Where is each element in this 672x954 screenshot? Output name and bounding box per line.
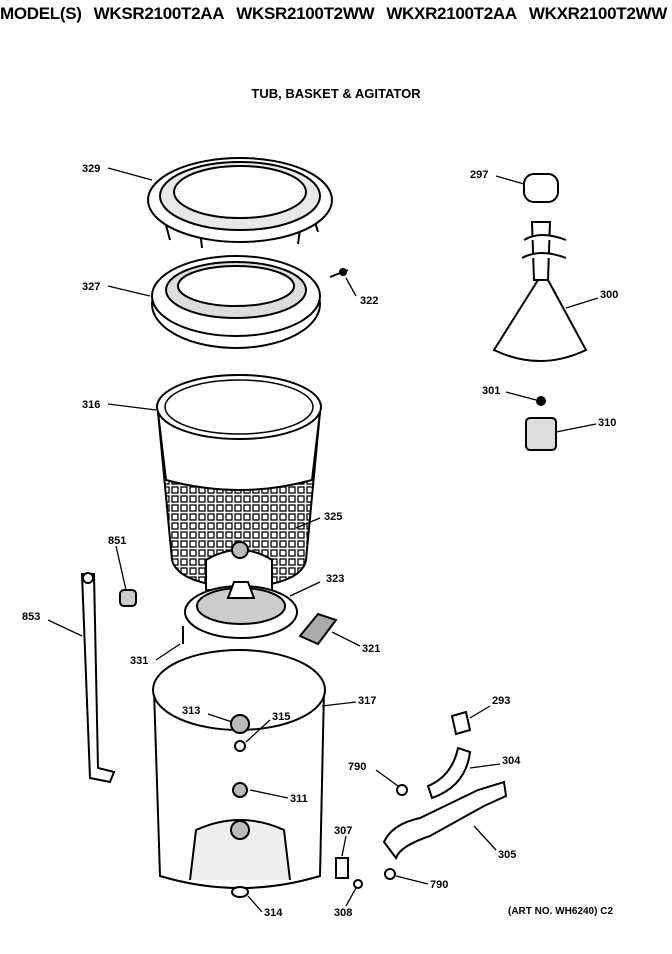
- callout-311: 311: [290, 793, 308, 805]
- drive-bar: [80, 572, 116, 784]
- knob-851: [119, 589, 137, 607]
- callout-317: 317: [358, 695, 376, 707]
- callout-323: 323: [326, 573, 344, 585]
- leader-lines: [47, 167, 599, 913]
- callout-313: 313: [182, 705, 200, 717]
- tub-cover: [147, 157, 333, 249]
- callout-307: 307: [334, 825, 352, 837]
- callout-329: 329: [82, 163, 100, 175]
- callout-315: 315: [272, 711, 290, 723]
- callout-853: 853: [22, 611, 40, 623]
- model-number: WKXR2100T2WW: [528, 4, 667, 23]
- outer-tub: [152, 649, 326, 898]
- callout-301: 301: [482, 385, 500, 397]
- callout-293: 293: [492, 695, 510, 707]
- agitator: [492, 173, 588, 451]
- basket-hub: [184, 581, 298, 639]
- art-number: (ART NO. WH6240) C2: [508, 906, 614, 917]
- diagram-title: TUB, BASKET & AGITATOR: [251, 86, 421, 101]
- model-number: WKSR2100T2WW: [236, 4, 375, 23]
- screw-322: [329, 268, 349, 278]
- callout-790-lower: 790: [430, 879, 448, 891]
- model-prefix: MODEL(S): [0, 4, 82, 23]
- callout-321: 321: [362, 643, 380, 655]
- model-number: WKXR2100T2AA: [386, 4, 517, 23]
- callout-322: 322: [360, 295, 378, 307]
- model-number: WKSR2100T2AA: [93, 4, 225, 23]
- callout-297: 297: [470, 169, 488, 181]
- callout-327: 327: [82, 281, 100, 293]
- callout-304: 304: [502, 755, 521, 767]
- tub-ring: [151, 255, 321, 349]
- callout-305: 305: [498, 849, 516, 861]
- callout-325: 325: [324, 511, 342, 523]
- callout-300: 300: [600, 289, 618, 301]
- callout-331: 331: [130, 655, 148, 667]
- callout-851: 851: [108, 535, 126, 547]
- hose-set: [335, 710, 508, 889]
- wash-basket: [156, 374, 322, 591]
- callout-314: 314: [264, 907, 283, 919]
- lint-filter: [298, 612, 338, 646]
- callout-310: 310: [598, 417, 616, 429]
- callout-316: 316: [82, 399, 100, 411]
- model-header: MODEL(S) WKSR2100T2AA WKSR2100T2WW WKXR2100…: [0, 4, 672, 24]
- callout-790-upper: 790: [348, 761, 366, 773]
- callout-308: 308: [334, 907, 352, 919]
